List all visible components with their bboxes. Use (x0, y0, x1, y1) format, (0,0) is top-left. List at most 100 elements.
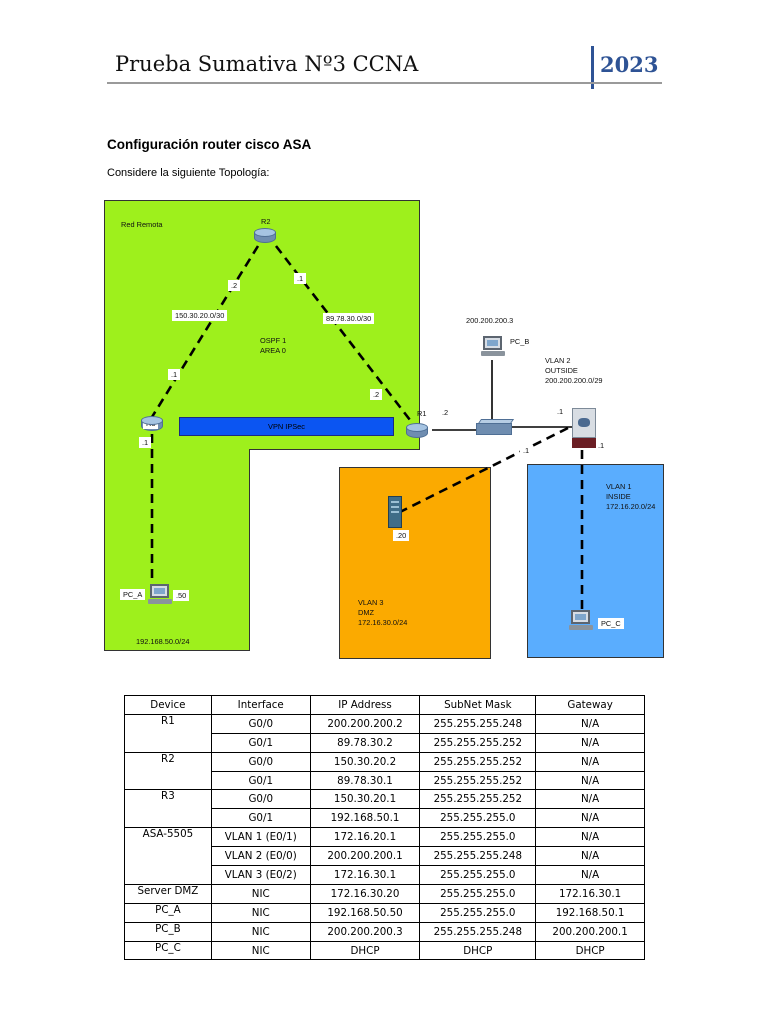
cell-device: R3 (124, 789, 212, 829)
pc-b-icon[interactable] (481, 336, 505, 358)
ospf-process-label: OSPF 1 (260, 336, 287, 345)
cell-device: R2 (124, 751, 212, 791)
server-host-label: .20 (393, 530, 410, 541)
cell-subnet-mask: 255.255.255.0 (419, 883, 537, 904)
table-header-row: Device Interface IP Address SubNet Mask … (124, 695, 645, 715)
pc-b-ip-label: 200.200.200.3 (466, 316, 514, 325)
vlan3-network-label: 172.16.30.0/24 (358, 618, 408, 627)
cell-gateway: N/A (535, 732, 645, 753)
cell-device: ASA-5505 (124, 827, 212, 885)
cell-gateway: N/A (535, 713, 645, 734)
cell-ip-address: 200.200.200.1 (309, 846, 421, 867)
cell-gateway: N/A (535, 789, 645, 810)
vlan1-network-label: 172.16.20.0/24 (606, 502, 656, 511)
router-r1-label: R1 (417, 409, 427, 418)
cell-ip-address: 192.168.50.1 (309, 808, 421, 829)
addressing-table: Device Interface IP Address SubNet Mask … (124, 695, 645, 961)
r1-g0-0-label: .2 (442, 408, 449, 417)
cell-ip-address: 172.16.30.20 (309, 883, 421, 904)
asa-inside-label: .1 (598, 441, 605, 450)
cell-device: PC_B (124, 921, 212, 942)
router-r3-icon[interactable] (141, 416, 163, 432)
cell-ip-address: 89.78.30.2 (309, 732, 421, 753)
pc-c-icon[interactable] (569, 610, 593, 632)
cell-ip-address: 200.200.200.2 (309, 713, 421, 734)
pc-a-host-label: .50 (173, 590, 190, 601)
header-rule (107, 82, 662, 84)
r3-g0-1-label: .1 (139, 437, 152, 448)
r1-g0-1-label: .2 (370, 389, 383, 400)
cell-subnet-mask: 255.255.255.0 (419, 827, 537, 848)
cell-subnet-mask: 255.255.255.0 (419, 808, 537, 829)
header-ip-address: IP Address (309, 695, 421, 715)
remote-network-label: Red Remota (121, 220, 163, 229)
vlan2-name-label: VLAN 2 (545, 356, 571, 365)
cell-gateway: 200.200.200.1 (535, 921, 645, 942)
cell-gateway: N/A (535, 751, 645, 772)
vpn-ipsec-tunnel: VPN IPSec (179, 417, 394, 436)
vpn-label: VPN IPSec (268, 422, 305, 431)
dmz-server-icon[interactable] (388, 496, 402, 528)
cell-gateway: 192.168.50.1 (535, 902, 645, 923)
cell-ip-address: 192.168.50.50 (309, 902, 421, 923)
link-r2-r3 (150, 245, 260, 418)
cell-subnet-mask: 255.255.255.252 (419, 770, 537, 791)
cell-subnet-mask: 255.255.255.252 (419, 789, 537, 810)
cell-ip-address: 172.16.30.1 (309, 865, 421, 885)
inside-zone (527, 464, 664, 658)
cell-subnet-mask: 255.255.255.248 (419, 921, 537, 942)
cell-interface: NIC (210, 921, 311, 942)
asa-firewall-icon[interactable] (572, 408, 596, 448)
section-intro: Considere la siguiente Topología: (107, 167, 270, 179)
cell-device: Server DMZ (124, 883, 212, 904)
cell-ip-address: 89.78.30.1 (309, 770, 421, 791)
cell-device: PC_C (124, 940, 212, 961)
cell-ip-address: 150.30.20.1 (309, 789, 421, 810)
switch-icon[interactable] (476, 419, 515, 435)
cell-interface: VLAN 3 (E0/2) (210, 865, 311, 885)
pc-c-label: PC_C (598, 618, 624, 629)
topology-links (150, 245, 584, 612)
cell-subnet-mask: 255.255.255.0 (419, 902, 537, 923)
cell-ip-address: DHCP (309, 940, 421, 961)
vlan2-role-label: OUTSIDE (545, 366, 578, 375)
cell-gateway: N/A (535, 827, 645, 848)
router-r1-icon[interactable] (406, 423, 428, 439)
cell-ip-address: 172.16.20.1 (309, 827, 421, 848)
vlan1-role-label: INSIDE (606, 492, 631, 501)
r3-g0-0-label: .1 (168, 369, 181, 380)
link-asa-server (399, 426, 569, 514)
topology-diagram: Red Remota 192.168.50.0/24 150.30.20.0/3… (104, 200, 664, 659)
cell-gateway: N/A (535, 846, 645, 867)
header-interface: Interface (210, 695, 311, 715)
asa-dmz-label: .1 (520, 445, 533, 456)
cell-subnet-mask: 255.255.255.252 (419, 751, 537, 772)
cell-gateway: N/A (535, 865, 645, 885)
document-title: Prueba Sumativa Nº3 CCNA (115, 52, 419, 76)
pc-a-label: PC_A (120, 589, 146, 600)
vlan1-name-label: VLAN 1 (606, 482, 632, 491)
cell-gateway: DHCP (535, 940, 645, 961)
cell-gateway: N/A (535, 808, 645, 829)
cell-subnet-mask: 255.255.255.0 (419, 865, 537, 885)
cell-interface: NIC (210, 902, 311, 923)
ospf-area-label: AREA 0 (260, 346, 286, 355)
section-title: Configuración router cisco ASA (107, 137, 312, 152)
cell-interface: G0/1 (210, 732, 311, 753)
cell-subnet-mask: 255.255.255.248 (419, 713, 537, 734)
header-subnet-mask: SubNet Mask (419, 695, 537, 715)
cell-interface: G0/0 (210, 713, 311, 734)
pc-a-icon[interactable] (148, 584, 172, 606)
cell-interface: G0/1 (210, 770, 311, 791)
r2-r1-network-label: 89.78.30.0/30 (323, 313, 375, 324)
router-r2-icon[interactable] (254, 228, 276, 244)
r2-r3-network-label: 150.30.20.0/30 (172, 310, 228, 321)
